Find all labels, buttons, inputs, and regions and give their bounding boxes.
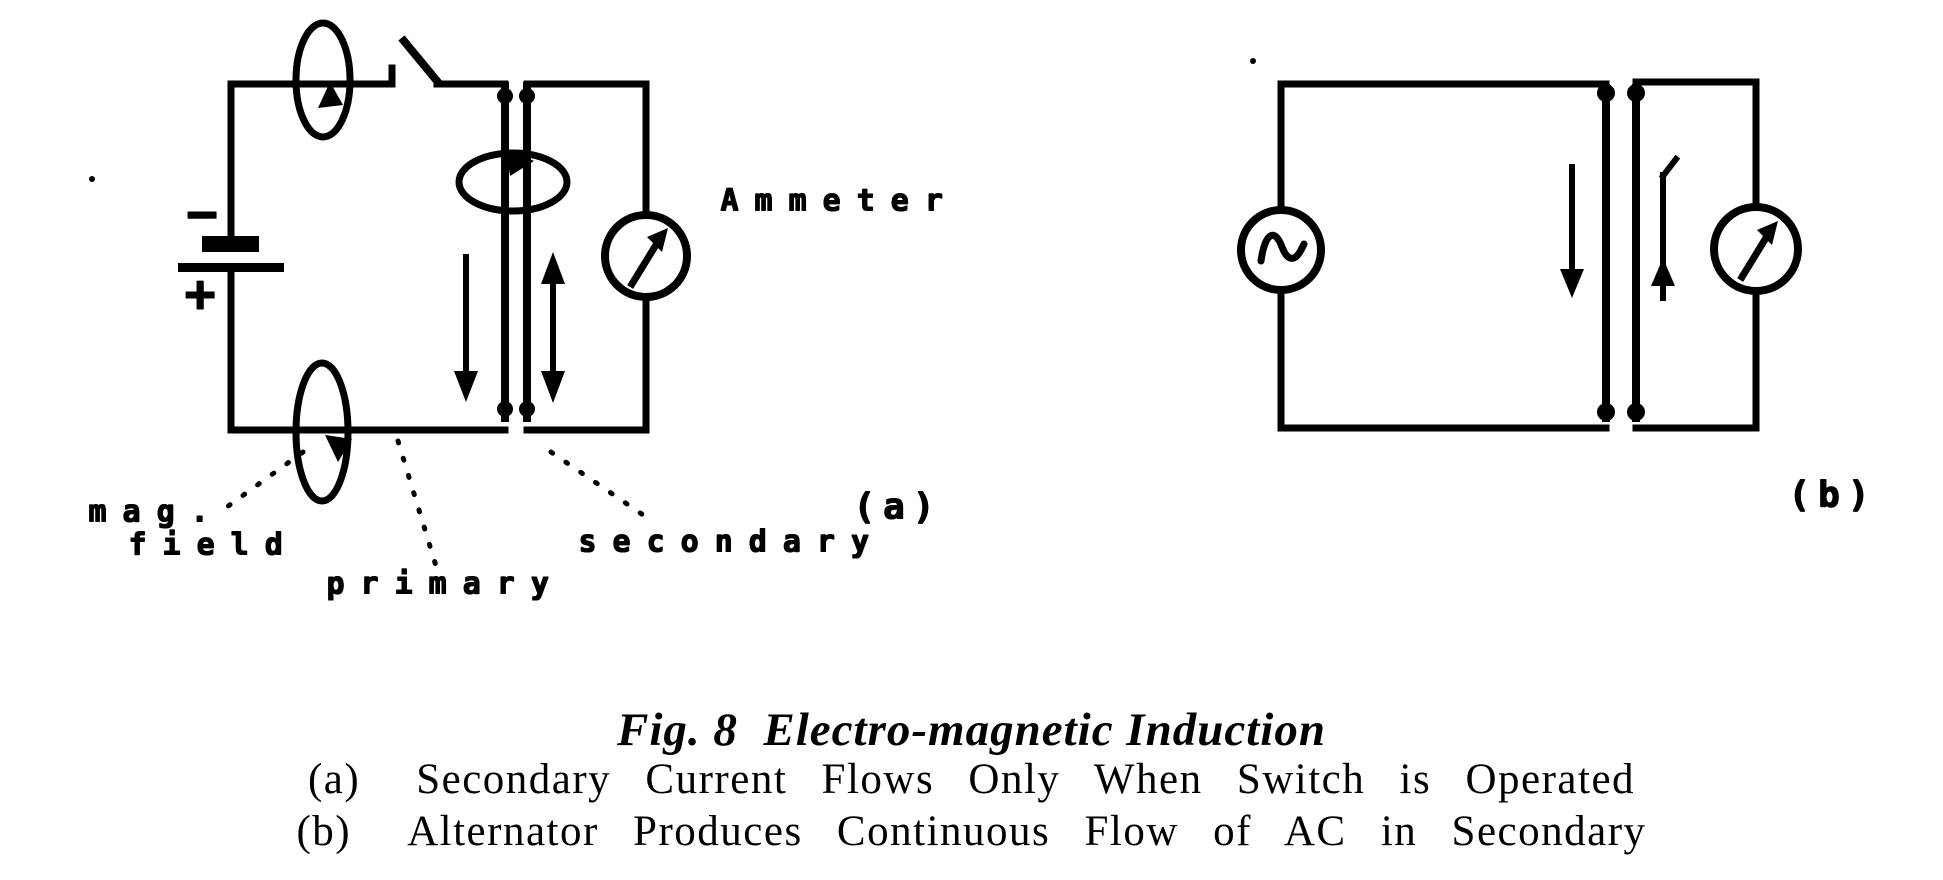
mag-field-loop-top-arrowhead <box>318 82 343 108</box>
caption-a-text: Secondary Current Flows Only When Switch… <box>416 756 1636 803</box>
junction-dot <box>519 88 535 104</box>
primary-label: primary <box>326 566 565 601</box>
scan-speck <box>89 176 95 182</box>
circuit-b <box>1237 58 1802 432</box>
secondary-current-arrowhead-b-up <box>1651 258 1675 286</box>
secondary-current-arrow-b-fork <box>1658 154 1681 181</box>
mag-field-loop-core-arrowhead <box>506 148 534 176</box>
meter-needle-arrowhead <box>1757 221 1778 245</box>
scan-speck <box>1250 58 1256 64</box>
caption-b-text: Alternator Produces Continuous Flow of A… <box>407 808 1647 855</box>
mag-field-label-line2: field <box>128 527 299 562</box>
junction-dot <box>1597 84 1615 102</box>
caption-a-prefix: (a) <box>307 756 361 803</box>
primary-current-arrowhead-b-down <box>1560 269 1584 298</box>
secondary-label: secondary <box>578 524 885 559</box>
junction-dot <box>1627 84 1645 102</box>
mag-field-label-line1: mag. <box>88 494 225 529</box>
ammeter-needle <box>627 235 664 289</box>
leader-mag-field <box>217 449 306 515</box>
figure-title: Fig. 8 Electro-magnetic Induction <box>616 704 1326 756</box>
battery-plate-short <box>202 236 259 252</box>
caption-line-a: (a) Secondary Current Flows Only When Swi… <box>0 757 1943 802</box>
panel-label-a: (a) <box>853 486 943 527</box>
battery-negative-label: − <box>186 184 218 244</box>
switch-blade <box>398 35 443 87</box>
junction-dot <box>497 401 513 417</box>
leader-primary <box>395 438 439 569</box>
mag-field-loop-top <box>292 19 354 141</box>
mag-field-loop-bottom-arrowhead <box>325 435 352 462</box>
alternator-sine-symbol <box>1257 231 1308 265</box>
circuit-a <box>89 19 691 569</box>
caption-b-prefix: (b) <box>296 808 352 855</box>
secondary-current-arrowhead-up <box>541 252 565 284</box>
junction-dot <box>497 88 513 104</box>
junction-dot <box>519 401 535 417</box>
mag-field-loop-bottom <box>292 359 352 505</box>
junction-dot <box>1627 403 1645 421</box>
primary-current-arrowhead-down <box>454 371 478 402</box>
battery-positive-label: + <box>184 264 216 324</box>
secondary-current-arrowhead-down <box>541 371 565 403</box>
caption-line-b: (b) Alternator Produces Continuous Flow o… <box>0 809 1943 854</box>
ammeter-label: Ammeter <box>720 183 959 218</box>
junction-dot <box>1597 403 1615 421</box>
panel-label-b: (b) <box>1788 474 1878 515</box>
meter-needle <box>1737 228 1774 282</box>
leader-secondary <box>548 449 652 522</box>
ammeter-needle-arrowhead <box>647 228 668 252</box>
battery-plate-long <box>178 263 284 272</box>
